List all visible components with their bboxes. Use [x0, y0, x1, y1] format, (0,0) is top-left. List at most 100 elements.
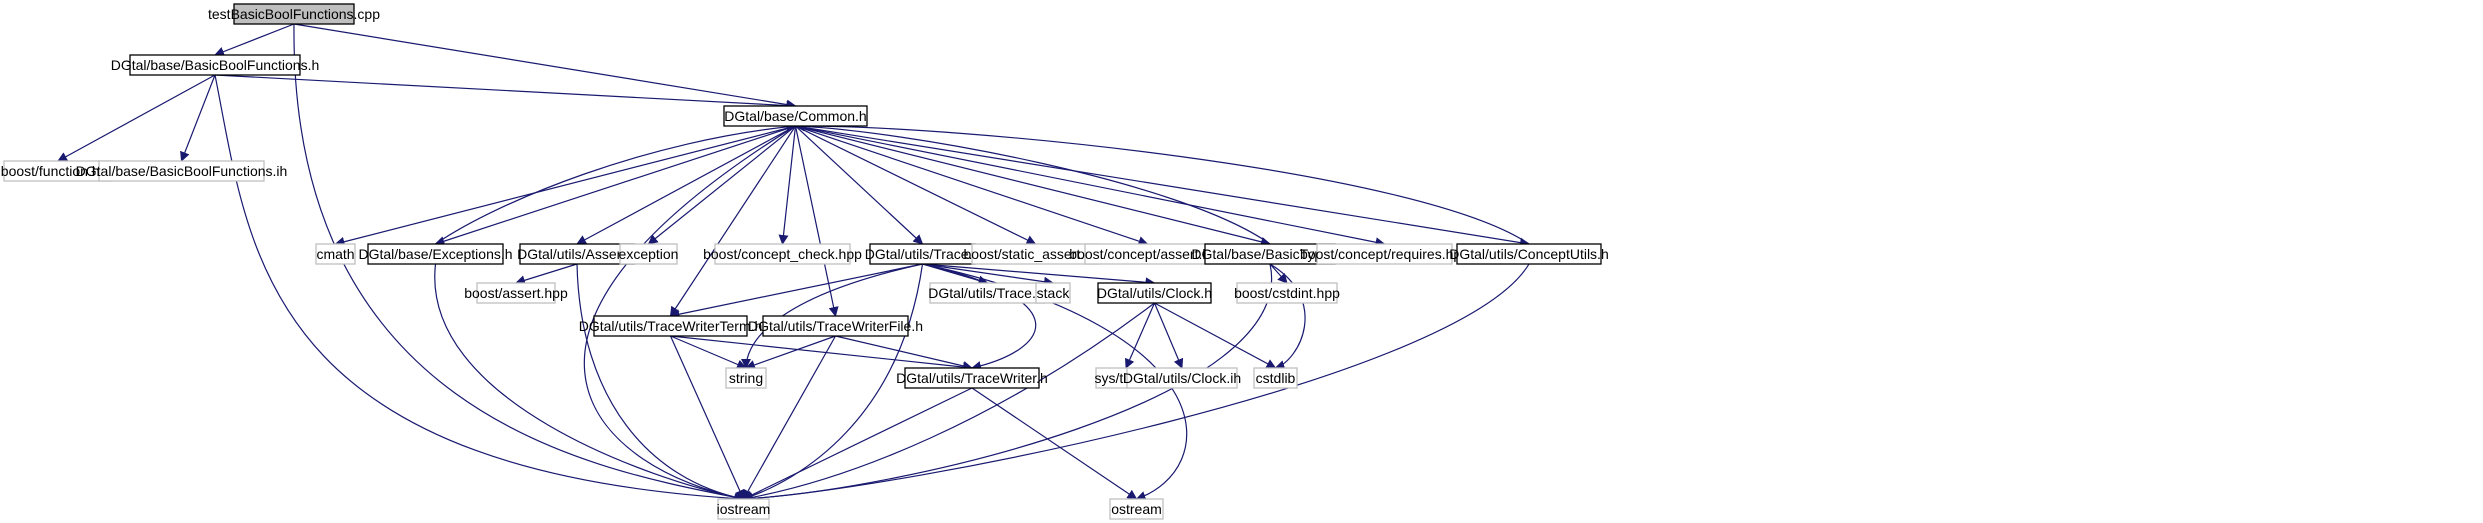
node-concept_check: boost/concept_check.hpp	[703, 243, 862, 265]
edge-exceptions_h-to-iostream	[434, 263, 745, 503]
edge-trace_h-to-tw_term_h	[669, 263, 923, 320]
node-box	[1316, 243, 1453, 265]
node-tw_file_h[interactable]: DGtal/utils/TraceWriterFile.h	[748, 315, 923, 337]
node-box	[315, 243, 356, 265]
node-box	[1253, 367, 1298, 389]
node-box	[904, 367, 1040, 389]
edge-common_h-to-trace_h	[795, 125, 924, 245]
node-boost_function: boost/function.hpp	[1, 160, 116, 182]
edge-basictypes_h-to-cstdint	[1269, 263, 1288, 284]
node-label: cmath	[316, 246, 354, 262]
edge-clock_h-to-clock_ih	[1153, 302, 1184, 369]
node-box	[1456, 243, 1602, 265]
node-root[interactable]: testBasicBoolFunctions.cpp	[208, 3, 380, 25]
node-concept_assert: boost/concept/assert.hpp	[1069, 243, 1226, 265]
node-static_assert: boost/static_assert.hpp	[964, 243, 1108, 265]
node-label: DGtal/utils/Clock.h	[1097, 285, 1212, 301]
node-box	[723, 105, 868, 127]
node-label: boost/concept/assert.hpp	[1069, 246, 1226, 262]
node-label: boost/concept/requires.hpp	[1300, 246, 1469, 262]
node-label: DGtal/base/Exceptions.h	[358, 246, 512, 262]
node-bbf_ih: DGtal/base/BasicBoolFunctions.ih	[76, 160, 287, 182]
node-label: DGtal/utils/Trace.ih	[928, 285, 1047, 301]
node-tw_term_h[interactable]: DGtal/utils/TraceWriterTerm.h	[579, 315, 763, 337]
node-exception: exception	[619, 243, 679, 265]
node-assert_h[interactable]: DGtal/utils/Assert.h	[517, 243, 637, 265]
edge-tracewriter_h-to-iostream	[742, 387, 973, 500]
edge-common_h-to-tw_term_h	[669, 125, 797, 317]
node-box	[1035, 282, 1071, 304]
node-box	[593, 315, 748, 337]
edge-basictypes_h-to-cstdlib	[1269, 263, 1306, 370]
edge-common_h-to-concept_check	[778, 125, 797, 245]
node-label: DGtal/utils/TraceWriterFile.h	[748, 318, 923, 334]
edge-bbf_h-to-bbf_ih	[180, 74, 216, 162]
node-tracewriter_h[interactable]: DGtal/utils/TraceWriter.h	[896, 367, 1048, 389]
node-label: DGtal/base/BasicTypes.h	[1191, 246, 1348, 262]
node-string: string	[725, 367, 767, 389]
node-box	[98, 160, 265, 182]
node-box	[717, 498, 770, 520]
node-ostream: ostream	[1109, 498, 1164, 520]
edge-common_h-to-exceptions_h	[434, 125, 796, 246]
edge-root-to-common_h	[293, 23, 797, 110]
node-label: DGtal/utils/ConceptUtils.h	[1449, 246, 1609, 262]
edge-common_h-to-exception	[647, 125, 796, 245]
edge-trace_h-to-iostream	[742, 263, 924, 501]
node-label: boost/concept_check.hpp	[703, 246, 862, 262]
edge-common_h-to-concept_requires	[795, 125, 1386, 248]
edge-tw_term_h-to-string	[670, 335, 747, 370]
node-label: boost/cstdint.hpp	[1234, 285, 1340, 301]
node-stack: stack	[1035, 282, 1071, 304]
edge-tracewriter_h-to-ostream	[971, 387, 1138, 500]
edge-bbf_h-to-boost_function	[57, 74, 216, 162]
node-trace_ih: DGtal/utils/Trace.ih	[928, 282, 1047, 304]
node-iostream: iostream	[717, 498, 770, 520]
node-label: DGtal/utils/TraceWriter.h	[896, 370, 1048, 386]
edge-assert_h-to-boost_assert	[515, 263, 578, 286]
node-box	[233, 3, 355, 25]
node-label: string	[729, 370, 763, 386]
edge-root-to-bbf_h	[214, 23, 295, 57]
edge-conceptutils_h-to-common_h	[794, 120, 1530, 245]
edge-tw_term_h-to-tracewriter_h	[670, 335, 973, 373]
nodes-layer: testBasicBoolFunctions.cppDGtal/base/Bas…	[1, 3, 1609, 520]
node-trace_h[interactable]: DGtal/utils/Trace.h	[865, 243, 980, 265]
node-common_h[interactable]: DGtal/base/Common.h	[723, 105, 868, 127]
node-label: exception	[619, 246, 679, 262]
node-label: ostream	[1111, 501, 1162, 517]
node-label: DGtal/base/BasicBoolFunctions.h	[111, 57, 320, 73]
edge-tw_file_h-to-tracewriter_h	[835, 335, 973, 371]
edge-trace_h-to-stack	[922, 263, 1054, 287]
node-conceptutils_h[interactable]: DGtal/utils/ConceptUtils.h	[1449, 243, 1609, 265]
node-label: DGtal/utils/Clock.ih	[1123, 370, 1241, 386]
node-label: boost/function.hpp	[1, 163, 116, 179]
edge-common_h-to-static_assert	[795, 125, 1037, 245]
node-label: DGtal/utils/Trace.h	[865, 246, 980, 262]
node-box	[762, 315, 909, 337]
node-exceptions_h[interactable]: DGtal/base/Exceptions.h	[358, 243, 513, 265]
node-clock_h[interactable]: DGtal/utils/Clock.h	[1097, 282, 1212, 304]
edge-exceptions_h-to-common_h	[435, 121, 797, 245]
node-box	[1126, 367, 1238, 389]
edge-tw_file_h-to-iostream	[742, 335, 837, 500]
edge-common_h-to-concept_assert	[795, 125, 1149, 246]
node-label: boost/assert.hpp	[464, 285, 568, 301]
node-label: DGtal/base/Common.h	[724, 108, 866, 124]
edge-clock_h-to-cstdlib	[1154, 302, 1277, 369]
node-label: testBasicBoolFunctions.cpp	[208, 6, 380, 22]
edge-common_h-to-iostream	[583, 125, 796, 503]
node-cstdint: boost/cstdint.hpp	[1234, 282, 1340, 304]
node-cstdlib: cstdlib	[1253, 367, 1298, 389]
edge-assert_h-to-iostream	[576, 263, 745, 503]
edge-conceptutils_h-to-iostream	[742, 263, 1530, 504]
node-clock_ih: DGtal/utils/Clock.ih	[1123, 367, 1241, 389]
edge-trace_h-to-tracewriter_h	[922, 263, 1037, 371]
edge-bbf_h-to-common_h	[214, 74, 797, 111]
node-box	[1236, 282, 1338, 304]
node-box	[1109, 498, 1164, 520]
edge-basictypes_h-to-common_h	[794, 121, 1271, 245]
edge-common_h-to-assert_h	[576, 125, 796, 245]
node-bbf_h[interactable]: DGtal/base/BasicBoolFunctions.h	[111, 54, 320, 76]
